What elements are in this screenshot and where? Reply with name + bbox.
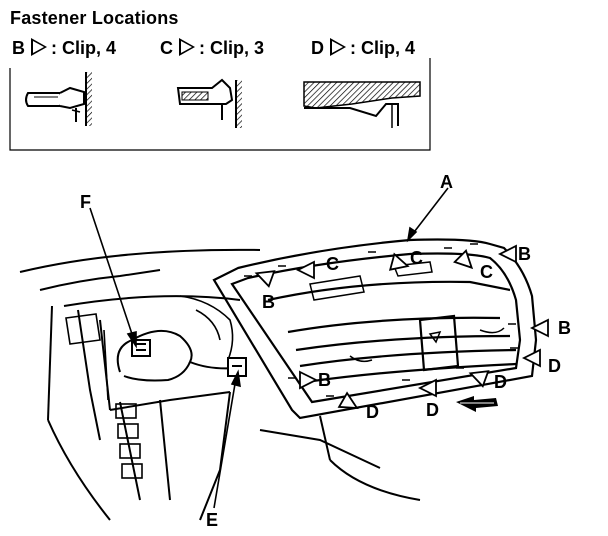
- legend-clip-d: D : Clip, 4: [311, 38, 415, 59]
- clip-triangle-icon: [179, 38, 195, 56]
- clip-triangle-icon: [330, 38, 346, 56]
- callout-a: A: [440, 172, 453, 192]
- legend-text-c: : Clip, 3: [199, 38, 265, 58]
- callout-c-1: C: [326, 254, 339, 274]
- callout-b-1: B: [262, 292, 275, 312]
- callout-c-3: C: [480, 262, 493, 282]
- vent-panel-a: [212, 238, 538, 420]
- legend-text-b: : Clip, 4: [51, 38, 117, 58]
- clip-slots: [244, 243, 518, 397]
- left-vent: [65, 295, 234, 479]
- callout-c-2: C: [410, 248, 423, 268]
- legend-frame: [9, 58, 431, 151]
- leader-lines: [89, 187, 449, 509]
- clip-triangle-icon: [31, 38, 47, 56]
- callout-labels: A F E B C C C B B D D D D B: [80, 172, 571, 530]
- callout-b-4: B: [318, 370, 331, 390]
- wiring-harness: [116, 329, 247, 382]
- clip-d-marker: [523, 349, 541, 367]
- callout-f: F: [80, 192, 91, 212]
- callout-d-4: D: [366, 402, 379, 422]
- legend-letter-c: C: [160, 38, 173, 58]
- legend-text-d: : Clip, 4: [350, 38, 416, 58]
- clip-b-marker: [299, 371, 317, 389]
- callout-d-1: D: [548, 356, 561, 376]
- callout-b-3: B: [558, 318, 571, 338]
- callout-d-3: D: [426, 400, 439, 420]
- direction-arrow: [456, 396, 498, 412]
- callout-b-2: B: [518, 244, 531, 264]
- legend-clip-b: B : Clip, 4: [12, 38, 116, 59]
- clip-c-detail: [176, 78, 242, 128]
- legend-letter-b: B: [12, 38, 25, 58]
- clip-c-marker: [297, 261, 315, 279]
- clip-d-detail: [303, 81, 421, 128]
- clip-b-detail: [25, 72, 92, 126]
- callout-d-2: D: [494, 372, 507, 392]
- legend-clip-c: C : Clip, 3: [160, 38, 264, 59]
- diagram-title: Fastener Locations: [10, 8, 179, 28]
- legend-letter-d: D: [311, 38, 324, 58]
- dashboard-body: [19, 248, 421, 521]
- callout-e: E: [206, 510, 218, 530]
